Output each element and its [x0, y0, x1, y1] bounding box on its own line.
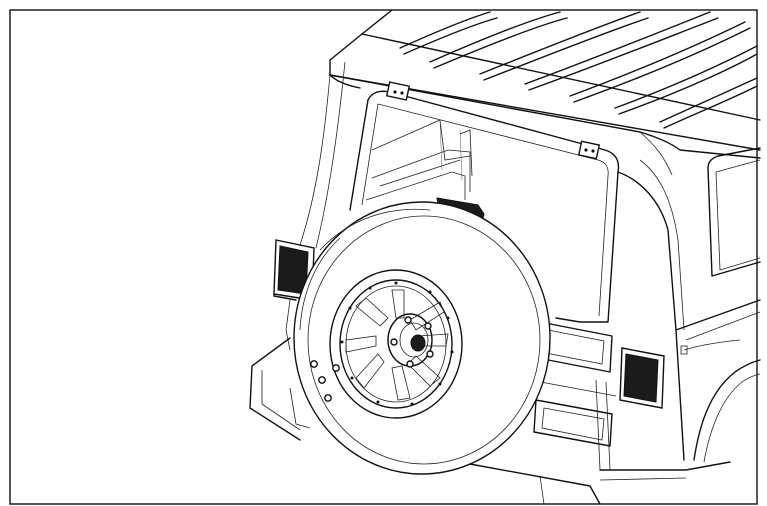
body-right-side	[617, 147, 761, 463]
hardtop-roof	[299, 9, 761, 249]
mounting-studs	[310, 360, 340, 402]
image-border	[9, 9, 758, 505]
lug-nuts	[390, 316, 434, 368]
right-tail-lamp	[619, 347, 665, 409]
rim-bolts	[340, 281, 454, 406]
rear-bumper	[249, 337, 731, 505]
spare-wheel	[339, 279, 454, 409]
left-tail-lamp	[273, 239, 315, 301]
